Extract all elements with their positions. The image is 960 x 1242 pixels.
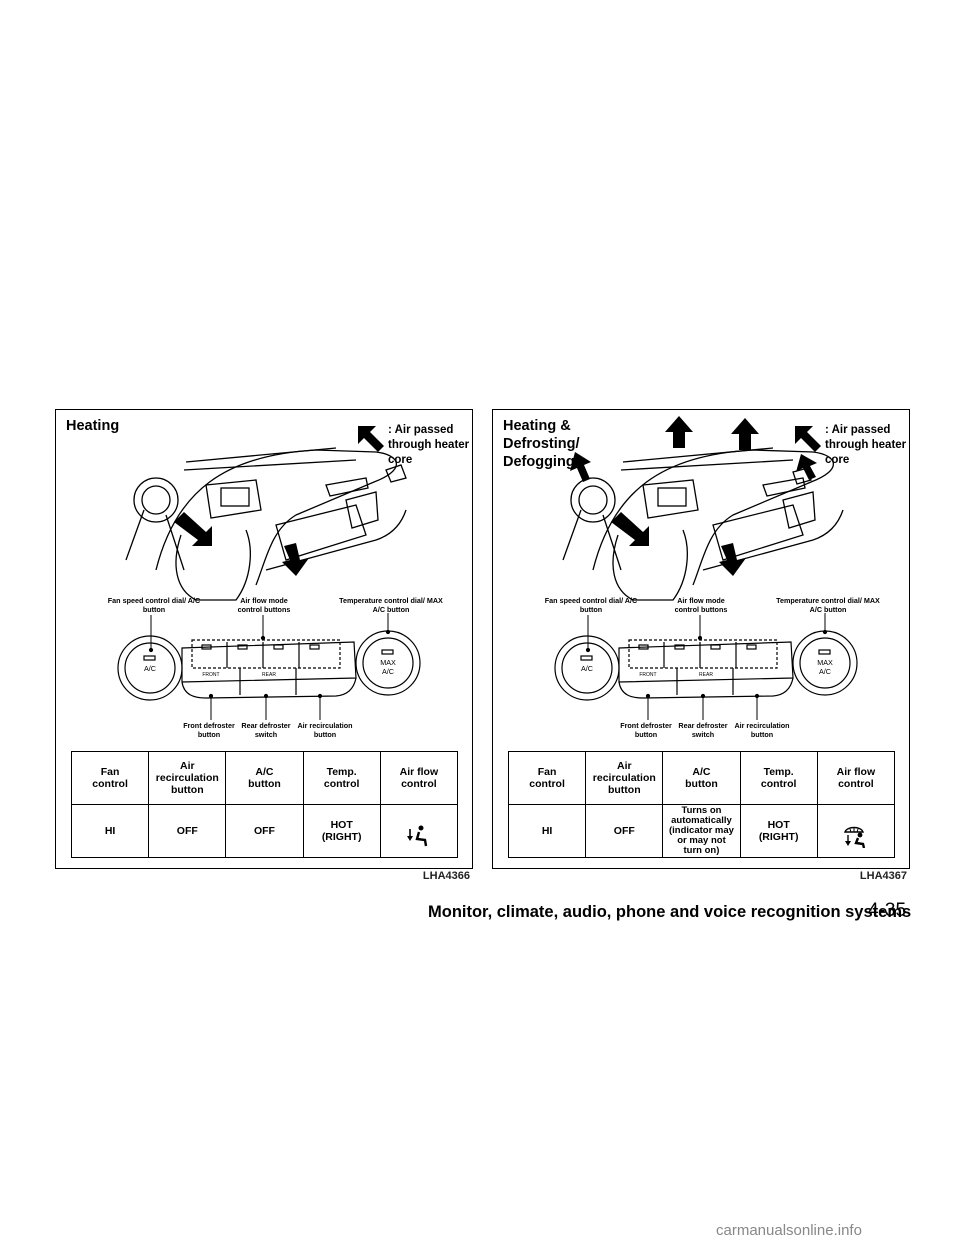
max-ac-knob-label: MAX A/C — [380, 658, 396, 676]
fan-speed-label: Fan speed control dial/ A/C button — [107, 596, 201, 614]
heater-air-arrow-icon — [358, 426, 384, 452]
rear-defroster-label: Rear defroster switch — [241, 721, 291, 739]
header-airflow: Air flow control — [816, 751, 896, 805]
max-ac-knob-label: MAX A/C — [817, 658, 833, 676]
heating-diagram: Heating : Air passed through heater core — [55, 409, 473, 882]
rear-button-label: REAR — [699, 672, 713, 678]
value-airflow — [379, 804, 459, 858]
legend-text: : Air passed through heater core — [388, 424, 470, 466]
rear-button-label: REAR — [262, 672, 276, 678]
airflow-mode-label: Air flow mode control buttons — [237, 596, 291, 614]
temp-control-label: Temperature control dial/ MAX A/C button — [776, 596, 880, 614]
figure-reference: LHA4367 — [859, 870, 907, 882]
floor-defrost-vent-icon — [843, 826, 866, 848]
header-recirculation: Air recirculation button — [148, 751, 227, 805]
value-fan: HI — [507, 804, 587, 858]
watermark: carmanualsonline.info — [716, 1222, 862, 1239]
air-recirculation-label: Air recirculation button — [734, 721, 790, 739]
header-temp: Temp. control — [739, 751, 818, 805]
header-fan: Fan control — [507, 751, 587, 805]
header-ac: A/C button — [662, 751, 741, 805]
heating-defrosting-diagram: Heating & Defrosting/ Defogging : Air pa… — [492, 409, 910, 882]
page-number: 4-35 — [868, 900, 907, 921]
section-footer: Monitor, climate, audio, phone and voice… — [428, 903, 912, 921]
value-temp: HOT (RIGHT) — [302, 804, 381, 858]
header-fan: Fan control — [70, 751, 150, 805]
heater-air-arrow-icon — [795, 426, 821, 452]
ac-knob-label: A/C — [144, 664, 156, 673]
dashboard-illustration — [117, 447, 421, 720]
value-ac: OFF — [225, 804, 304, 858]
panel-title: Heating & Defrosting/ Defogging — [503, 418, 580, 470]
header-airflow: Air flow control — [379, 751, 459, 805]
fan-speed-label: Fan speed control dial/ A/C button — [544, 596, 638, 614]
airflow-mode-label: Air flow mode control buttons — [674, 596, 728, 614]
legend: : Air passed through heater core — [793, 422, 908, 482]
air-recirculation-label: Air recirculation button — [297, 721, 353, 739]
panel-title: Heating — [66, 418, 120, 434]
front-defroster-label: Front defroster button — [183, 721, 235, 739]
value-ac: Turns on automatically (indicator may or… — [662, 804, 741, 858]
value-fan: HI — [70, 804, 150, 858]
floor-vent-icon — [406, 825, 428, 846]
control-settings-table: Fan control Air recirculation button A/C… — [70, 751, 459, 858]
dashboard-illustration — [554, 416, 858, 720]
header-recirculation: Air recirculation button — [585, 751, 664, 805]
front-button-label: FRONT — [639, 672, 657, 678]
front-button-label: FRONT — [202, 672, 220, 678]
front-defroster-label: Front defroster button — [620, 721, 672, 739]
legend-text: : Air passed through heater core — [825, 424, 907, 466]
value-airflow — [816, 804, 896, 858]
ac-knob-label: A/C — [581, 664, 593, 673]
value-recirculation: OFF — [148, 804, 227, 858]
header-temp: Temp. control — [302, 751, 381, 805]
temp-control-label: Temperature control dial/ MAX A/C button — [339, 596, 443, 614]
legend: : Air passed through heater core — [356, 422, 471, 482]
value-temp: HOT (RIGHT) — [739, 804, 818, 858]
value-recirculation: OFF — [585, 804, 664, 858]
control-settings-table: Fan control Air recirculation button A/C… — [507, 751, 896, 858]
header-ac: A/C button — [225, 751, 304, 805]
figure-reference: LHA4366 — [422, 870, 470, 882]
rear-defroster-label: Rear defroster switch — [678, 721, 728, 739]
